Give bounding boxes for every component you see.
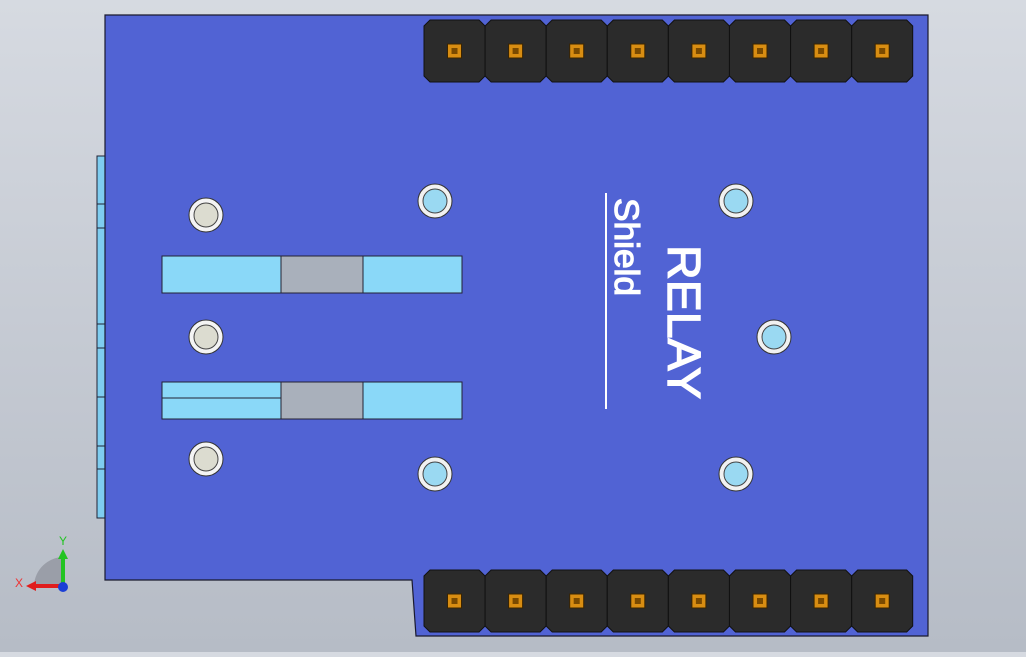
bottom-header-pin-core-2 <box>512 598 519 604</box>
terminal-block-1[interactable] <box>161 255 463 294</box>
bottom-header-pin-core-6 <box>757 598 763 604</box>
mounting-hole-4[interactable] <box>417 456 453 492</box>
standoff-post-1[interactable] <box>188 197 224 233</box>
mounting-hole-5[interactable] <box>718 456 754 492</box>
top-header-pin-core-2 <box>512 48 519 54</box>
top-header-pin-core-4 <box>634 48 641 54</box>
top-header-pin-core-6 <box>757 48 763 54</box>
top-header-pin-core-3 <box>573 48 580 54</box>
top-header-pin-core-5 <box>695 48 702 54</box>
pcb-board[interactable] <box>104 14 929 637</box>
top-pin-header[interactable] <box>423 19 914 83</box>
terminal-block-2[interactable] <box>161 381 463 420</box>
bottom-header-pin-core-3 <box>573 598 580 604</box>
bottom-header-pin-core-1 <box>451 598 458 604</box>
bottom-header-pin-core-4 <box>634 598 641 604</box>
mounting-hole-1[interactable] <box>417 183 453 219</box>
axis-triad: X Y <box>15 534 68 592</box>
bottom-header-pin-core-5 <box>695 598 702 604</box>
top-header-pin-core-7 <box>818 48 825 54</box>
side-connector-strip <box>96 155 106 519</box>
standoff-post-3[interactable] <box>188 441 224 477</box>
mounting-hole-2[interactable] <box>718 183 754 219</box>
bottom-header-pin-core-7 <box>818 598 825 604</box>
bottom-pin-header[interactable] <box>423 569 914 633</box>
top-header-pin-core-1 <box>451 48 458 54</box>
x-axis-label: X <box>15 576 23 590</box>
board-title: RELAY <box>658 245 710 399</box>
standoff-post-2[interactable] <box>188 319 224 355</box>
top-header-pin-core-8 <box>879 48 886 54</box>
bottom-header-pin-core-8 <box>879 598 886 604</box>
y-axis-label: Y <box>59 534 67 548</box>
board-subtitle: Shield <box>607 198 645 296</box>
mounting-hole-3[interactable] <box>756 319 792 355</box>
